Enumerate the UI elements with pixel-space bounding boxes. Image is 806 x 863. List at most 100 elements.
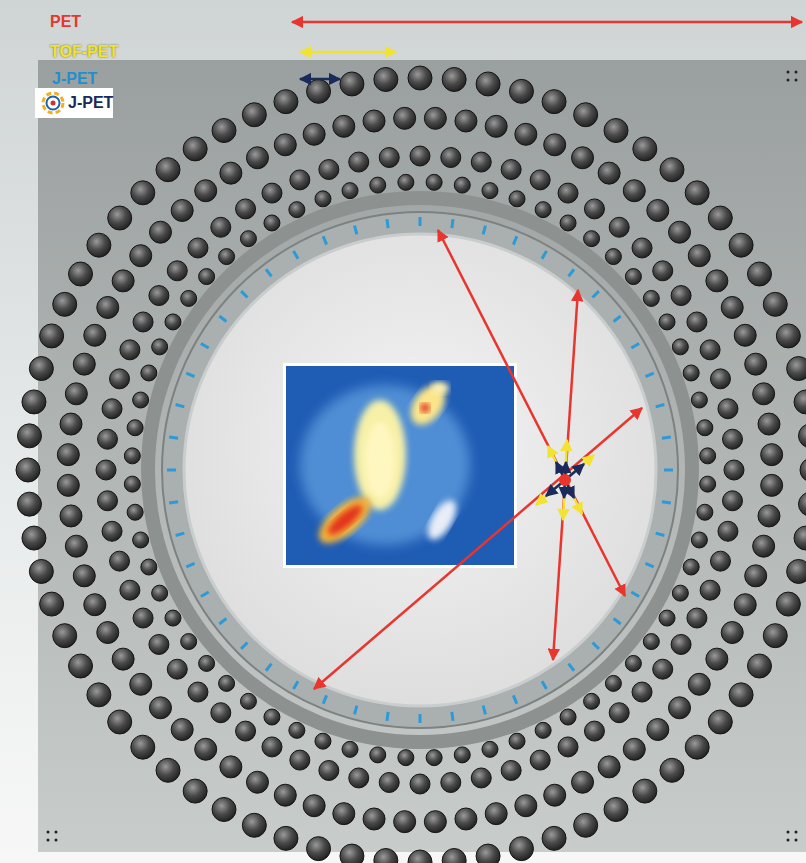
photomultiplier xyxy=(246,147,268,169)
photomultiplier xyxy=(211,217,231,237)
photomultiplier xyxy=(156,158,180,182)
photomultiplier xyxy=(73,353,95,375)
photomultiplier xyxy=(242,813,266,837)
scintillator-strip xyxy=(240,641,248,649)
photomultiplier xyxy=(363,110,385,132)
photomultiplier xyxy=(156,758,180,782)
photomultiplier xyxy=(69,654,93,678)
photomultiplier xyxy=(130,673,152,695)
detector-bore xyxy=(184,234,656,706)
photomultiplier xyxy=(374,849,398,863)
photomultiplier xyxy=(605,675,621,691)
photomultiplier xyxy=(307,79,331,103)
scintillator-strip xyxy=(419,217,422,226)
photomultiplier xyxy=(181,290,197,306)
photomultiplier xyxy=(776,592,800,616)
photomultiplier xyxy=(722,429,742,449)
photomultiplier xyxy=(558,183,578,203)
photomultiplier xyxy=(454,177,470,193)
scintillator-strip xyxy=(186,562,195,568)
photomultiplier xyxy=(598,162,620,184)
photomultiplier xyxy=(165,610,181,626)
photomultiplier xyxy=(199,655,215,671)
photomultiplier xyxy=(683,559,699,575)
scintillator-strip xyxy=(186,372,195,378)
photomultiplier xyxy=(424,811,446,833)
photomultiplier xyxy=(65,535,87,557)
photomultiplier xyxy=(262,183,282,203)
scintillator-strip xyxy=(541,681,548,690)
scintillator-strip xyxy=(353,225,358,234)
photomultiplier xyxy=(745,565,767,587)
photomultiplier xyxy=(181,634,197,650)
photomultiplier xyxy=(535,202,551,218)
photomultiplier xyxy=(485,115,507,137)
photomultiplier xyxy=(625,655,641,671)
photomultiplier xyxy=(127,504,143,520)
photomultiplier xyxy=(374,67,398,91)
photomultiplier xyxy=(149,634,169,654)
photomultiplier xyxy=(706,270,728,292)
annihilation-point xyxy=(559,474,571,486)
scintillator-strip xyxy=(613,315,622,323)
photomultiplier xyxy=(410,774,430,794)
photomultiplier xyxy=(379,772,399,792)
photomultiplier xyxy=(65,383,87,405)
scintillator-strip xyxy=(512,695,518,704)
scintillator-strip xyxy=(645,562,654,568)
photomultiplier xyxy=(584,231,600,247)
photomultiplier xyxy=(560,709,576,725)
scintillator-strip xyxy=(240,290,248,298)
photomultiplier xyxy=(149,286,169,306)
photomultiplier xyxy=(60,413,82,435)
photomultiplier xyxy=(220,756,242,778)
photomultiplier xyxy=(127,420,143,436)
photomultiplier xyxy=(112,270,134,292)
photomultiplier xyxy=(398,174,414,190)
photomultiplier xyxy=(672,585,688,601)
photomultiplier xyxy=(188,238,208,258)
photomultiplier xyxy=(722,491,742,511)
photomultiplier xyxy=(669,221,691,243)
photomultiplier xyxy=(370,177,386,193)
photomultiplier xyxy=(584,721,604,741)
photomultiplier xyxy=(633,137,657,161)
photomultiplier xyxy=(471,768,491,788)
photomultiplier xyxy=(660,158,684,182)
scintillator-strip xyxy=(662,435,671,439)
scintillator-strip xyxy=(450,219,454,228)
photomultiplier xyxy=(501,160,521,180)
photomultiplier xyxy=(149,221,171,243)
photomultiplier xyxy=(199,269,215,285)
photomultiplier xyxy=(659,610,675,626)
photomultiplier xyxy=(761,474,783,496)
photomultiplier xyxy=(724,460,744,480)
photomultiplier xyxy=(758,505,780,527)
photomultiplier xyxy=(721,296,743,318)
photomultiplier xyxy=(410,146,430,166)
photomultiplier xyxy=(625,269,641,285)
photomultiplier xyxy=(718,399,738,419)
photomultiplier xyxy=(605,249,621,265)
photomultiplier xyxy=(609,703,629,723)
scintillator-strip xyxy=(664,469,673,472)
scintillator-strip xyxy=(169,435,178,439)
scintillator-strip xyxy=(419,714,422,723)
photomultiplier xyxy=(149,697,171,719)
photomultiplier xyxy=(455,808,477,830)
scintillator-strip xyxy=(167,469,176,472)
photomultiplier xyxy=(289,202,305,218)
photomultiplier xyxy=(574,103,598,127)
photomultiplier xyxy=(188,682,208,702)
scintillator-strip xyxy=(292,250,299,259)
photomultiplier xyxy=(426,750,442,766)
scintillator-strip xyxy=(512,236,518,245)
photomultiplier xyxy=(290,170,310,190)
photomultiplier xyxy=(632,682,652,702)
scintillator-strip xyxy=(322,236,328,245)
photomultiplier xyxy=(211,703,231,723)
photomultiplier xyxy=(515,795,537,817)
photomultiplier xyxy=(653,659,673,679)
photomultiplier xyxy=(476,72,500,96)
photomultiplier xyxy=(264,709,280,725)
